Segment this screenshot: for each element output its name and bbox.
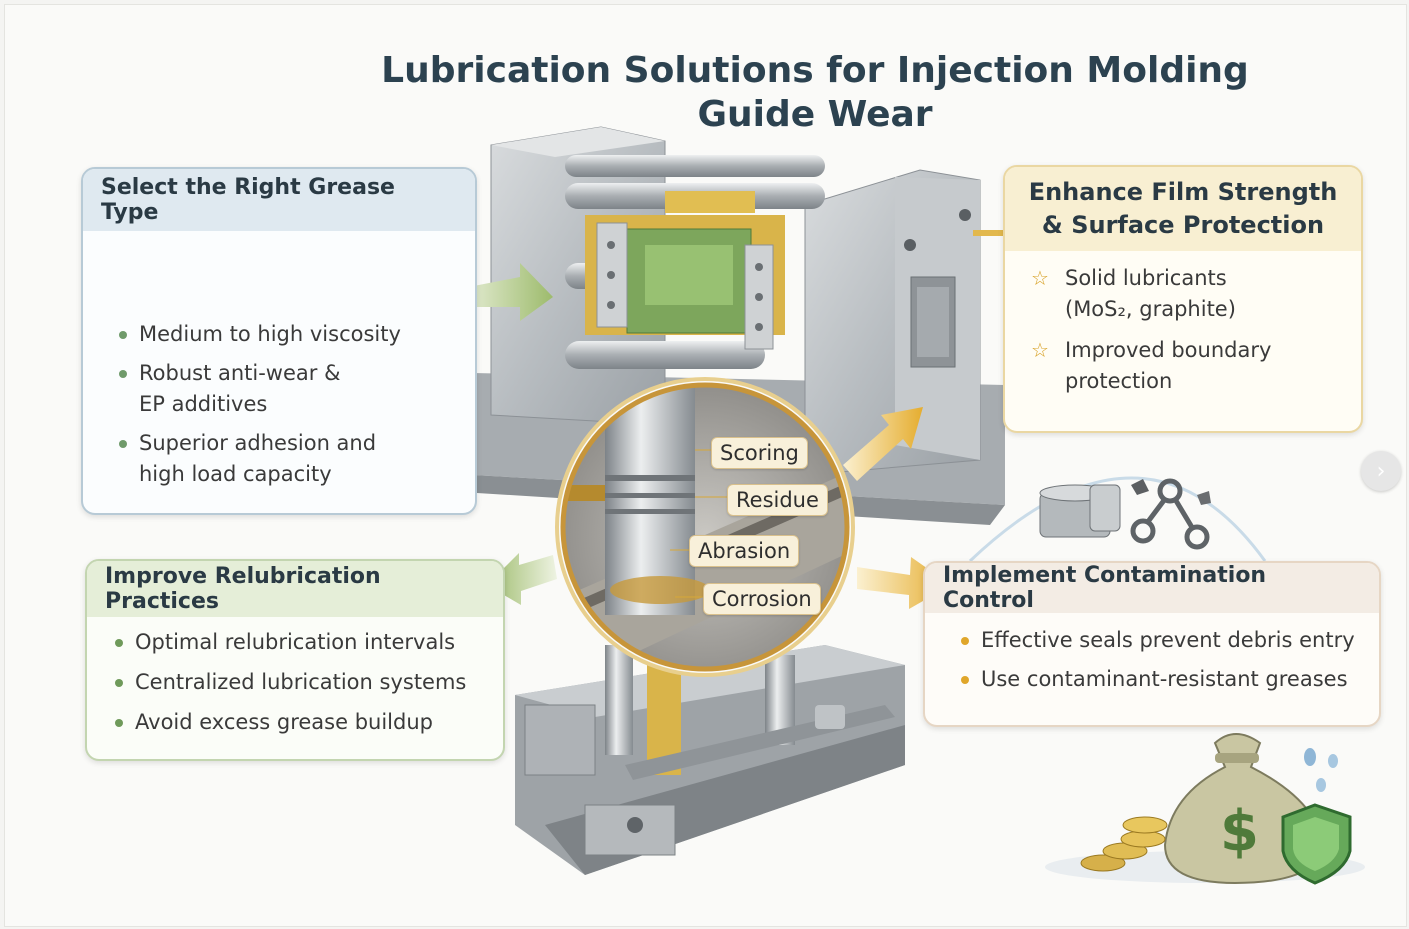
bullet-list: Effective seals prevent debris entry Use…: [961, 625, 1355, 703]
chevron-right-icon: ›: [1376, 458, 1386, 484]
contamination-icons: [968, 476, 1267, 563]
shield-icon: [1281, 803, 1352, 885]
list-item: ☆ Improved boundary protection: [1031, 335, 1305, 397]
panel-film-strength: Enhance Film Strength & Surface Protecti…: [1003, 165, 1363, 433]
panel-relubrication: Improve Relubrication Practices Optimal …: [85, 559, 505, 761]
panel-grease-type: Select the Right Grease Type Medium to h…: [81, 167, 477, 515]
panel-heading: Select the Right Grease Type: [83, 169, 475, 231]
callout-scoring: Scoring: [711, 437, 808, 469]
list-item: Avoid excess grease buildup: [115, 707, 466, 738]
list-item-text: Solid lubricants (MoS₂, graphite): [1065, 266, 1236, 321]
list-item: Centralized lubrication systems: [115, 667, 466, 698]
page-title: Lubrication Solutions for Injection Mold…: [381, 50, 1249, 135]
bullet-list: Optimal relubrication intervals Centrali…: [115, 627, 466, 747]
panel-heading: Implement Contamination Control: [925, 563, 1379, 613]
panel-heading: Improve Relubrication Practices: [87, 561, 503, 617]
svg-text:$: $: [1220, 799, 1259, 864]
guide-rail-assembly-lower: [515, 645, 905, 875]
illustration-layer: $: [100, 126, 1365, 885]
list-item: Optimal relubrication intervals: [115, 627, 466, 658]
list-item: Superior adhesion and high load capacity: [119, 428, 419, 490]
panel-contamination-control: Implement Contamination Control Effectiv…: [923, 561, 1381, 727]
callout-abrasion: Abrasion: [689, 535, 800, 567]
bullet-list: Medium to high viscosity Robust anti-wea…: [119, 319, 419, 498]
arrow-to-film: [843, 407, 923, 481]
star-icon: ☆: [1031, 266, 1049, 290]
infographic-canvas: $ Lubrication Solutions for Injection Mo…: [4, 4, 1407, 927]
callout-residue: Residue: [727, 484, 828, 516]
list-item: Effective seals prevent debris entry: [961, 625, 1355, 656]
next-slide-button[interactable]: ›: [1361, 451, 1401, 491]
list-item: Robust anti-wear & EP additives: [119, 358, 369, 420]
arrow-to-machine: [453, 263, 553, 321]
list-item: Medium to high viscosity: [119, 319, 419, 350]
callout-corrosion: Corrosion: [703, 583, 821, 615]
panel-heading: Enhance Film Strength & Surface Protecti…: [1005, 167, 1361, 251]
list-item: ☆ Solid lubricants (MoS₂, graphite): [1031, 263, 1275, 325]
list-item-text: Improved boundary protection: [1065, 338, 1272, 393]
list-item: Use contaminant-resistant greases: [961, 664, 1355, 695]
star-icon: ☆: [1031, 338, 1049, 362]
bullet-list: ☆ Solid lubricants (MoS₂, graphite) ☆ Impr…: [1031, 263, 1351, 407]
